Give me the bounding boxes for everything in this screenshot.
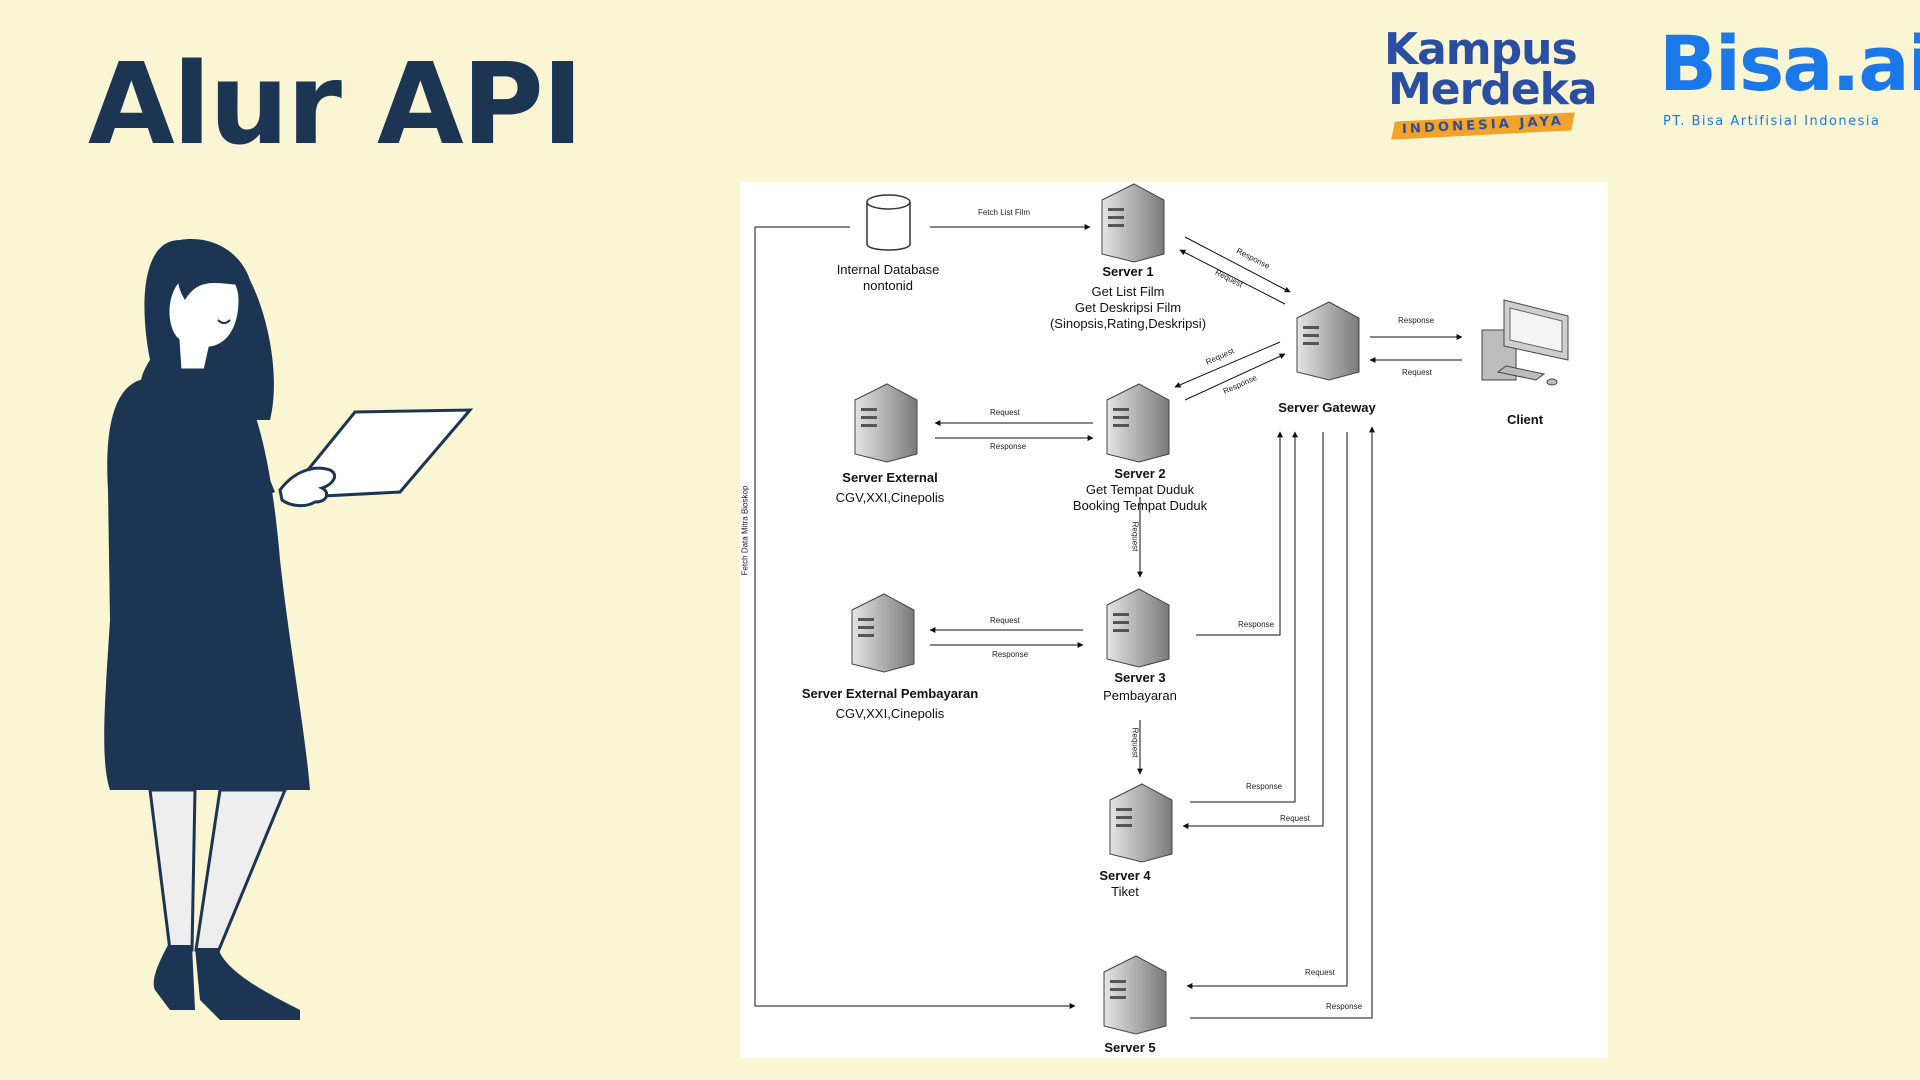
db-label-line1: Internal Database bbox=[836, 262, 940, 277]
arrow-label-fetch-list: Fetch List Film bbox=[978, 208, 1031, 217]
server-1-desc-3: (Sinopsis,Rating,Deskripsi) bbox=[1049, 316, 1207, 331]
server-external-icon bbox=[854, 383, 918, 463]
kampus-logo-band: INDONESIA JAYA bbox=[1391, 112, 1575, 140]
server-3-label: Server 3 bbox=[1114, 670, 1166, 685]
arrow-label-request-s4: Request bbox=[1130, 727, 1140, 758]
arrow-label-fetch-mitra: Fetch Data Mitra Bioskop bbox=[740, 485, 750, 576]
server-4-desc: Tiket bbox=[1111, 884, 1139, 899]
server-4-label: Server 4 bbox=[1099, 868, 1151, 883]
server-5-icon bbox=[1103, 955, 1167, 1035]
server-external-pembayaran-desc: CGV,XXI,Cinepolis bbox=[835, 706, 945, 721]
server-3-icon bbox=[1106, 588, 1170, 668]
arrow-label-request-client: Request bbox=[1402, 368, 1432, 377]
server-gateway-icon bbox=[1296, 301, 1360, 381]
arrow-label-request-s4b: Request bbox=[1280, 814, 1310, 823]
server-1-icon bbox=[1101, 183, 1165, 263]
server-gateway-label: Server Gateway bbox=[1278, 400, 1376, 415]
kampus-merdeka-logo: Kampus Merdeka INDONESIA JAYA bbox=[1380, 22, 1598, 140]
bisa-logo-subtitle: PT. Bisa Artifisial Indonesia bbox=[1663, 114, 1881, 129]
arrow-label-response-extpay: Response bbox=[992, 650, 1029, 659]
server-external-desc: CGV,XXI,Cinepolis bbox=[835, 490, 945, 505]
arrow-label-request-ext: Request bbox=[990, 408, 1020, 417]
client-computer-icon bbox=[1481, 299, 1569, 386]
bisa-ai-logo: Bisa.ai PT. Bisa Artifisial Indonesia bbox=[1655, 22, 1920, 137]
arrow-label-response-client: Response bbox=[1398, 316, 1435, 325]
server-1-label: Server 1 bbox=[1102, 264, 1154, 279]
kampus-logo-line2: Merdeka bbox=[1388, 64, 1598, 115]
arrow-label-response-s5: Response bbox=[1326, 1002, 1363, 1011]
arrow-label-response-s3: Response bbox=[1238, 620, 1275, 629]
arrow-label-request-s5: Request bbox=[1305, 968, 1335, 977]
kampus-logo-line1: Kampus bbox=[1384, 24, 1578, 75]
server-external-pembayaran-icon bbox=[851, 593, 915, 673]
diagram-connectors bbox=[754, 183, 1569, 1035]
server-2-desc-1: Get Tempat Duduk bbox=[1085, 482, 1195, 497]
arrow-label-response-s4: Response bbox=[1246, 782, 1283, 791]
bisa-logo-wordmark: Bisa.ai bbox=[1659, 19, 1920, 108]
server-2-label: Server 2 bbox=[1114, 466, 1166, 481]
kampus-logo-band-text: INDONESIA JAYA bbox=[1401, 113, 1565, 138]
database-icon bbox=[866, 194, 911, 251]
server-4-icon bbox=[1109, 783, 1173, 863]
server-external-pembayaran-label: Server External Pembayaran bbox=[801, 686, 979, 701]
server-2-desc-2: Booking Tempat Duduk bbox=[1072, 498, 1208, 513]
server-1-desc-2: Get Deskripsi Film bbox=[1074, 300, 1182, 315]
arrow-label-request-s3: Request bbox=[1130, 521, 1140, 552]
server-2-icon bbox=[1106, 383, 1170, 463]
arrow-label-response-ext: Response bbox=[990, 442, 1027, 451]
arrow-label-request-extpay: Request bbox=[990, 616, 1020, 625]
db-label-line2: nontonid bbox=[863, 278, 913, 293]
client-label: Client bbox=[1506, 412, 1544, 427]
server-1-desc-1: Get List Film bbox=[1091, 284, 1165, 299]
woman-with-tablet-illustration bbox=[104, 239, 474, 1020]
slide-title: Alur API bbox=[88, 40, 583, 170]
server-3-desc: Pembayaran bbox=[1103, 688, 1177, 703]
server-5-label: Server 5 bbox=[1104, 1040, 1156, 1055]
api-flow-diagram: Internal Database nontonid Server 1 Get … bbox=[740, 182, 1608, 1058]
server-external-label: Server External bbox=[842, 470, 938, 485]
